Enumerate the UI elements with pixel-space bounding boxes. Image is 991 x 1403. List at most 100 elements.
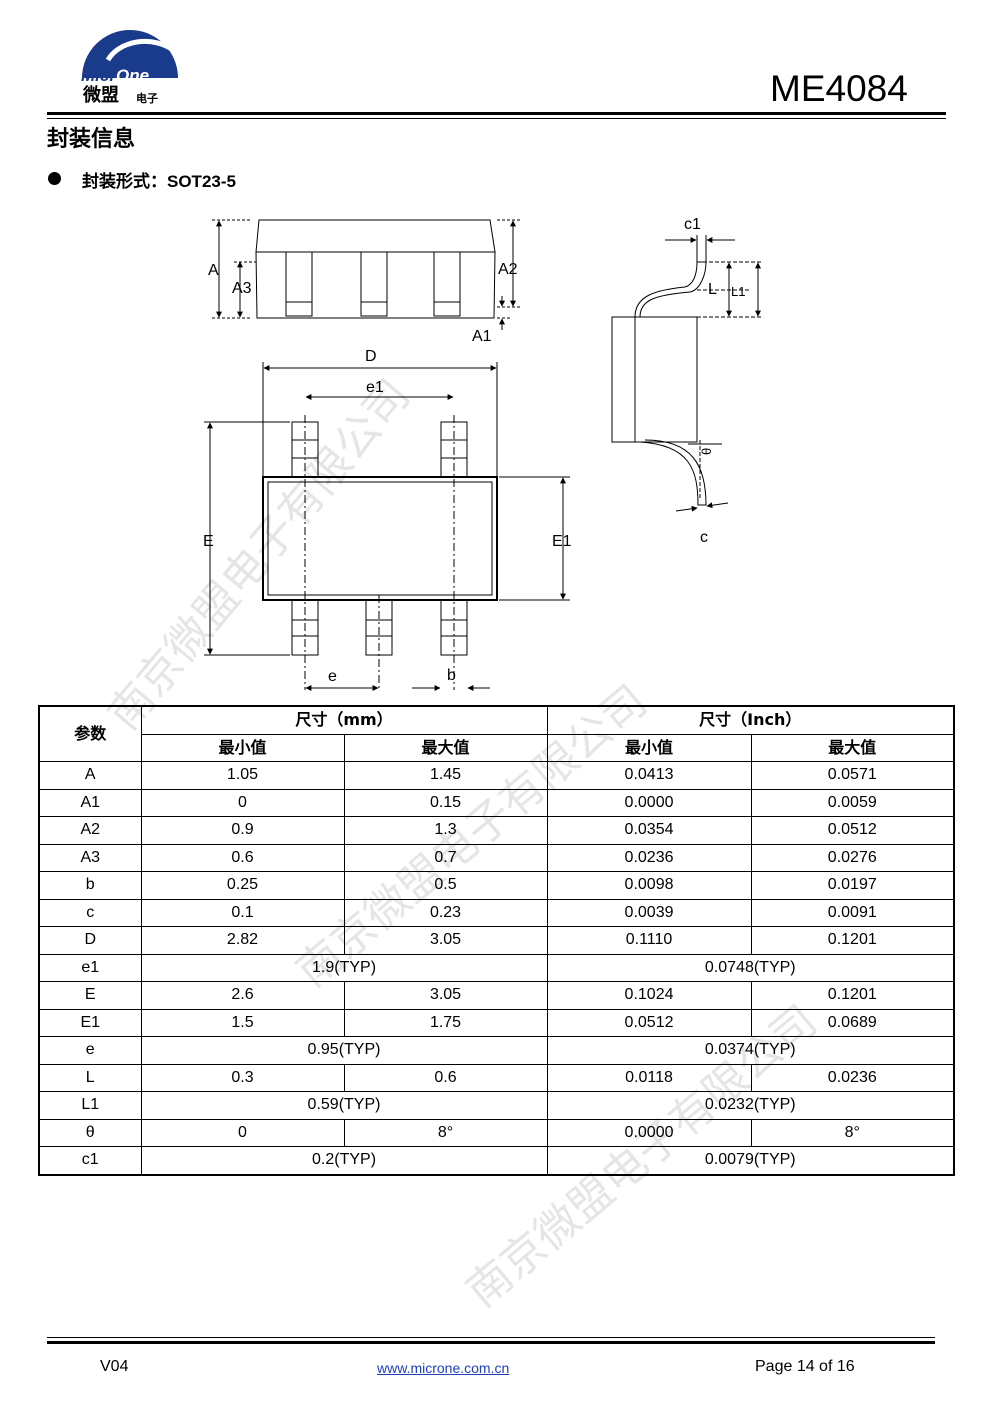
table-cell-in-max: 0.0512 xyxy=(750,816,955,845)
label-D: D xyxy=(365,348,377,365)
table-cell-in-typ: 0.0232(TYP) xyxy=(546,1091,955,1120)
table-cell-in-typ: 0.0374(TYP) xyxy=(546,1036,955,1065)
label-E: E xyxy=(203,533,214,550)
table-cell-mm-typ: 0.2(TYP) xyxy=(140,1146,548,1175)
table-cell-mm-max: 3.05 xyxy=(343,926,548,955)
table-cell-mm-max: 8° xyxy=(343,1118,548,1147)
label-E1: E1 xyxy=(552,533,572,550)
label-theta: θ xyxy=(699,448,714,455)
table-cell-in-max: 0.0571 xyxy=(750,761,955,790)
table-cell-in-max: 0.0689 xyxy=(750,1008,955,1037)
table-cell-p: L xyxy=(38,1063,142,1092)
table-cell-mm-max: 0.5 xyxy=(343,871,548,900)
table-cell-mm-min: 0.25 xyxy=(140,871,345,900)
table-cell-p: E xyxy=(38,981,142,1010)
table-cell-in-typ: 0.0079(TYP) xyxy=(546,1146,955,1175)
table-cell-p: E1 xyxy=(38,1008,142,1037)
table-cell-mm-max: 1.75 xyxy=(343,1008,548,1037)
label-A: A xyxy=(208,262,219,279)
logo-text-cn: 微盟 xyxy=(82,84,119,106)
table-cell-in-min: 0.0354 xyxy=(546,816,752,845)
table-cell-in-min: 0.1024 xyxy=(546,981,752,1010)
table-cell-p: e1 xyxy=(38,953,142,982)
table-cell-p: A xyxy=(38,761,142,790)
package-type: 封装形式：SOT23-5 xyxy=(82,167,236,192)
table-cell-p: A2 xyxy=(38,816,142,845)
table-cell-p: θ xyxy=(38,1118,142,1147)
part-number: ME4084 xyxy=(770,68,908,109)
table-cell-p: b xyxy=(38,871,142,900)
header-rule-thick xyxy=(47,112,946,115)
label-A2: A2 xyxy=(498,261,518,278)
table-cell-mm-min: 0.1 xyxy=(140,898,345,927)
footer-website-link[interactable]: www.microne.com.cn xyxy=(377,1360,510,1376)
label-c: c xyxy=(700,529,708,546)
table-cell-p: e xyxy=(38,1036,142,1065)
table-cell-in-min: 0.0236 xyxy=(546,843,752,872)
logo-text-en: MicrOne xyxy=(81,66,149,85)
inch-max-header: 最大值 xyxy=(750,733,955,762)
inch-min-header: 最小值 xyxy=(546,733,752,762)
table-cell-in-max: 8° xyxy=(750,1118,955,1147)
table-cell-mm-max: 1.45 xyxy=(343,761,548,790)
table-cell-mm-min: 1.5 xyxy=(140,1008,345,1037)
package-type-label: 封装形式： xyxy=(82,172,167,192)
table-cell-p: D xyxy=(38,926,142,955)
table-cell-p: L1 xyxy=(38,1091,142,1120)
label-L: L xyxy=(708,281,717,298)
label-e1: e1 xyxy=(366,379,384,396)
table-cell-in-min: 0.1110 xyxy=(546,926,752,955)
mm-min-header: 最小值 xyxy=(140,733,345,762)
table-cell-mm-max: 3.05 xyxy=(343,981,548,1010)
footer-rule-thin xyxy=(47,1337,935,1338)
label-b: b xyxy=(447,667,456,684)
footer-version: V04 xyxy=(100,1358,129,1375)
table-cell-in-max: 0.0197 xyxy=(750,871,955,900)
header-rule-thin xyxy=(47,118,946,119)
table-cell-mm-max: 0.7 xyxy=(343,843,548,872)
table-cell-p: c1 xyxy=(38,1146,142,1175)
table-cell-mm-typ: 0.59(TYP) xyxy=(140,1091,548,1120)
company-logo: MicrOne 微盟 电子 xyxy=(78,20,182,106)
package-drawing: A A3 A2 A1 D e1 E E1 e b c1 L L1 θ c xyxy=(203,216,762,691)
mm-header: 尺寸（mm） xyxy=(140,705,548,735)
table-cell-mm-min: 1.05 xyxy=(140,761,345,790)
table-cell-in-max: 0.0091 xyxy=(750,898,955,927)
table-cell-in-max: 0.0236 xyxy=(750,1063,955,1092)
table-cell-mm-min: 2.82 xyxy=(140,926,345,955)
label-L1: L1 xyxy=(731,284,745,299)
label-e: e xyxy=(328,668,337,685)
label-c1: c1 xyxy=(684,216,701,233)
table-cell-in-max: 0.0276 xyxy=(750,843,955,872)
table-cell-mm-max: 1.3 xyxy=(343,816,548,845)
table-cell-in-max: 0.1201 xyxy=(750,926,955,955)
table-cell-in-typ: 0.0748(TYP) xyxy=(546,953,955,982)
logo-text-cn-small: 电子 xyxy=(136,91,158,105)
table-cell-mm-min: 0 xyxy=(140,788,345,817)
footer-rule-thick xyxy=(47,1341,935,1344)
table-cell-mm-min: 0.3 xyxy=(140,1063,345,1092)
table-cell-p: A3 xyxy=(38,843,142,872)
table-cell-in-min: 0.0512 xyxy=(546,1008,752,1037)
inch-header: 尺寸（Inch） xyxy=(546,705,955,735)
section-title: 封装信息 xyxy=(47,127,136,152)
mm-max-header: 最大值 xyxy=(343,733,548,762)
table-cell-in-min: 0.0000 xyxy=(546,788,752,817)
table-cell-mm-typ: 0.95(TYP) xyxy=(140,1036,548,1065)
table-cell-mm-typ: 1.9(TYP) xyxy=(140,953,548,982)
